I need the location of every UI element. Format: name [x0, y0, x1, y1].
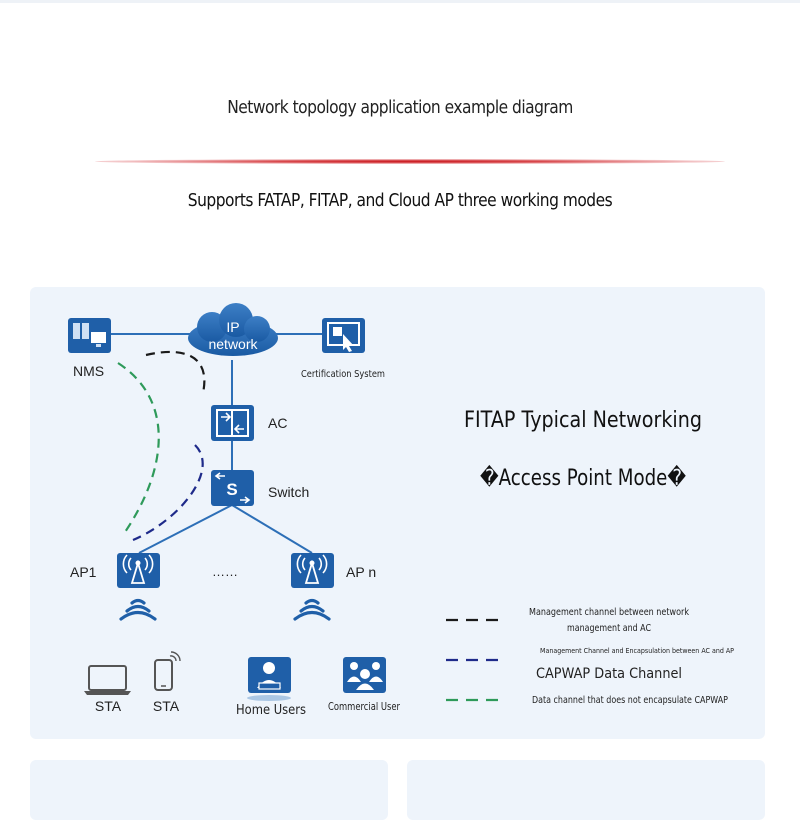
page-title: Network topology application example dia…: [227, 97, 573, 118]
certification-system-icon: [322, 318, 365, 353]
commercial-user-icon: [343, 657, 386, 693]
home-users-label: Home Users: [236, 703, 306, 718]
capwap-channel-line: [132, 444, 204, 542]
diagram-panel: [30, 287, 765, 739]
fitap-heading: FITAP Typical Networking: [464, 408, 702, 433]
commercial-user-label: Commercial User: [328, 701, 401, 713]
legend-capwap-label: CAPWAP Data Channel: [536, 666, 682, 682]
legend: Management channel between network manag…: [446, 607, 734, 706]
legend-data-label: Data channel that does not encapsulate C…: [532, 695, 728, 706]
nms-icon: [68, 318, 111, 353]
ac-label: AC: [268, 415, 287, 431]
top-border: [0, 0, 800, 3]
apn-label: AP n: [346, 564, 376, 580]
ap1-icon: [117, 553, 160, 588]
sta-label-laptop: STA: [95, 698, 122, 714]
network-links: [111, 333, 322, 554]
page-subtitle: Supports FATAP, FITAP, and Cloud AP thre…: [187, 190, 613, 211]
network-topology-diagram: NMS IP network Certification System AC S…: [68, 303, 734, 718]
laptop-icon: [84, 665, 131, 695]
cloud-label-ip: IP: [226, 319, 239, 335]
red-divider: [95, 159, 725, 164]
cloud-label-network: network: [208, 336, 258, 352]
home-user-icon: [247, 657, 291, 701]
apn-icon: [291, 553, 334, 588]
sta-label-phone: STA: [153, 698, 180, 714]
ap1-wifi-signal-icon: [119, 598, 157, 621]
switch-icon: S: [211, 470, 254, 506]
data-channel-line: [117, 362, 160, 536]
ap1-label: AP1: [70, 564, 97, 580]
ip-network-cloud-icon: [188, 303, 278, 356]
management-channel-line: [145, 350, 206, 394]
legend-management-label-line2: management and AC: [567, 623, 651, 634]
legend-capwap-small-label: Management Channel and Encapsulation bet…: [540, 647, 734, 655]
ac-icon: [211, 405, 254, 441]
legend-management-label-line1: Management channel between network: [529, 607, 689, 618]
smartphone-icon: [154, 651, 181, 691]
nms-label: NMS: [73, 363, 104, 379]
switch-glyph: S: [226, 480, 237, 499]
ap-ellipsis: ……: [212, 564, 238, 579]
switch-label: Switch: [268, 484, 309, 500]
access-point-mode-heading: �Access Point Mode�: [480, 464, 686, 491]
apn-wifi-signal-icon: [293, 598, 331, 621]
certification-label: Certification System: [301, 369, 385, 380]
